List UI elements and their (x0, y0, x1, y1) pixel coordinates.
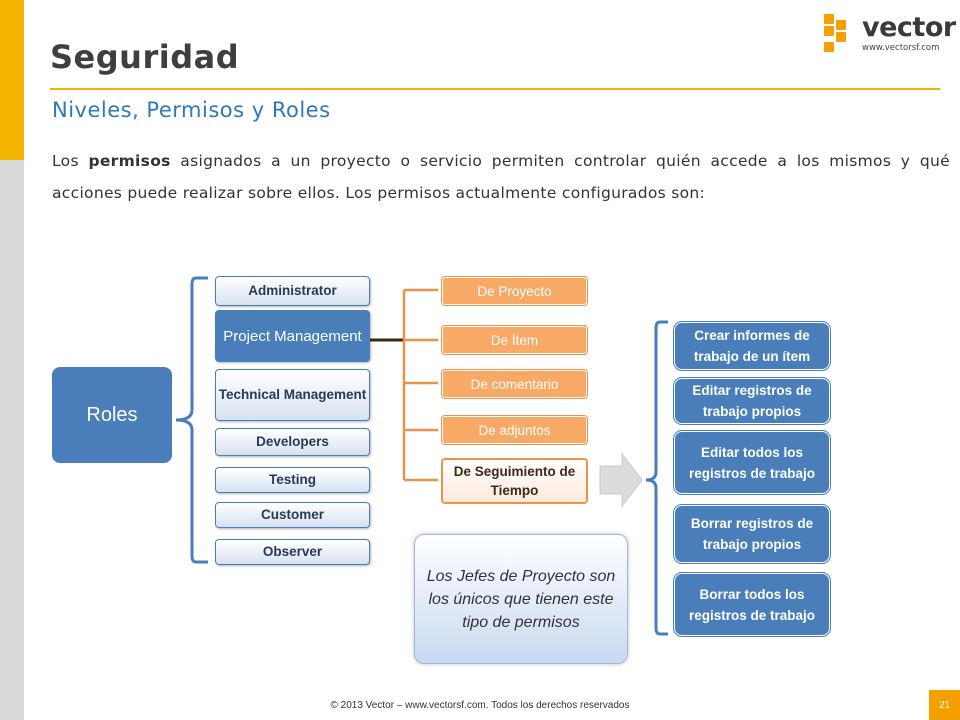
logo-wordmark: vector (862, 12, 956, 43)
intro-paragraph: Los permisos asignados a un proyecto o s… (52, 145, 950, 209)
permission-adjuntos: De adjuntos (441, 415, 588, 445)
logo-square (824, 26, 834, 36)
page-subtitle: Niveles, Permisos y Roles (52, 98, 331, 122)
role-developers: Developers (215, 428, 370, 456)
roles-brace (175, 276, 208, 564)
action-editar-propios: Editar registros de trabajo propios (673, 377, 831, 425)
role-observer: Observer (215, 539, 370, 565)
action-borrar-propios: Borrar registros de trabajo propios (673, 504, 831, 564)
arrow-right-icon (599, 452, 643, 508)
logo-square (824, 14, 834, 24)
role-technical-management: Technical Management (215, 369, 370, 421)
action-editar-todos: Editar todos los registros de trabajo (673, 430, 831, 495)
logo-url: www.vectorsf.com (862, 43, 940, 53)
permission-comentario: De comentario (441, 369, 588, 399)
intro-text-start: Los (52, 152, 89, 170)
perm-branches (404, 288, 438, 482)
footer-copyright: © 2013 Vector – www.vectorsf.com. Todos … (330, 700, 630, 711)
permission-seguimiento-tiempo: De Seguimiento de Tiempo (441, 458, 588, 504)
intro-text-end: asignados a un proyecto o servicio permi… (52, 152, 950, 202)
action-crear-informes: Crear informes de trabajo de un ítem (673, 321, 831, 371)
footer-left-bar (0, 690, 24, 720)
role-project-management: Project Management (215, 310, 370, 362)
title-divider (50, 88, 940, 90)
left-accent-bar (0, 0, 24, 160)
role-administrator: Administrator (215, 276, 370, 306)
intro-text-bold: permisos (88, 152, 171, 170)
action-borrar-todos: Borrar todos los registros de trabajo (673, 572, 831, 637)
logo-square (824, 42, 834, 52)
role-customer: Customer (215, 502, 370, 528)
role-testing: Testing (215, 467, 370, 493)
logo-square (836, 20, 846, 30)
logo-square (836, 32, 846, 42)
vector-logo: vector www.vectorsf.com (820, 12, 956, 58)
permission-proyecto: De Proyecto (441, 276, 588, 306)
permission-item: De Ítem (441, 325, 588, 355)
roles-root-node: Roles (52, 367, 172, 463)
project-managers-note: Los Jefes de Proyecto son los únicos que… (414, 534, 628, 664)
page-number: 21 (929, 690, 960, 720)
page-title: Seguridad (50, 38, 240, 76)
actions-brace (645, 320, 668, 636)
left-grey-bar (0, 160, 24, 720)
